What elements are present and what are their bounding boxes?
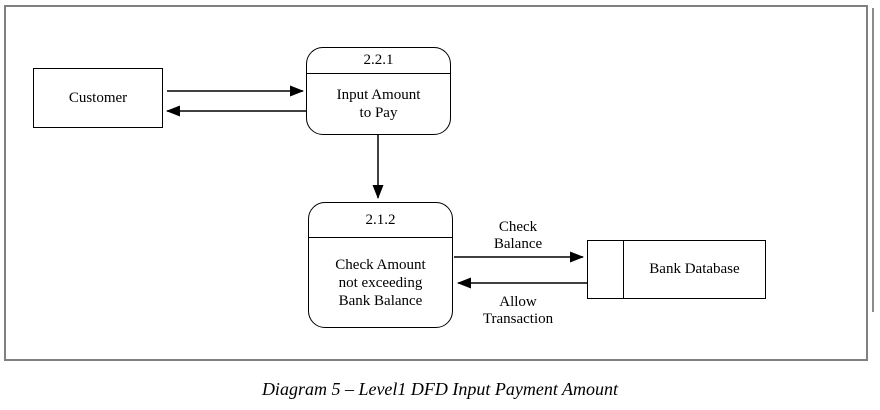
diagram-caption: Diagram 5 – Level1 DFD Input Payment Amo… bbox=[261, 379, 619, 399]
process-input-amount-label: Input Amount to Pay bbox=[336, 87, 421, 121]
process-check-amount: 2.1.2 Check Amount not exceeding Bank Ba… bbox=[308, 202, 453, 328]
flow-label-check-balance: Check Balance bbox=[493, 219, 543, 252]
datastore-key-compartment bbox=[588, 241, 624, 298]
process-check-amount-label: Check Amount not exceeding Bank Balance bbox=[335, 256, 426, 309]
entity-customer-label: Customer bbox=[68, 89, 128, 106]
flow-label-allow-transaction: Allow Transaction bbox=[482, 294, 554, 327]
datastore-bank-database-label: Bank Database bbox=[649, 261, 740, 277]
process-input-amount-number: 2.2.1 bbox=[307, 48, 450, 74]
process-check-amount-number: 2.1.2 bbox=[309, 203, 452, 238]
entity-customer: Customer bbox=[33, 68, 163, 128]
process-input-amount: 2.2.1 Input Amount to Pay bbox=[306, 47, 451, 135]
page-edge-line bbox=[872, 8, 874, 312]
datastore-bank-database: Bank Database bbox=[587, 240, 766, 299]
